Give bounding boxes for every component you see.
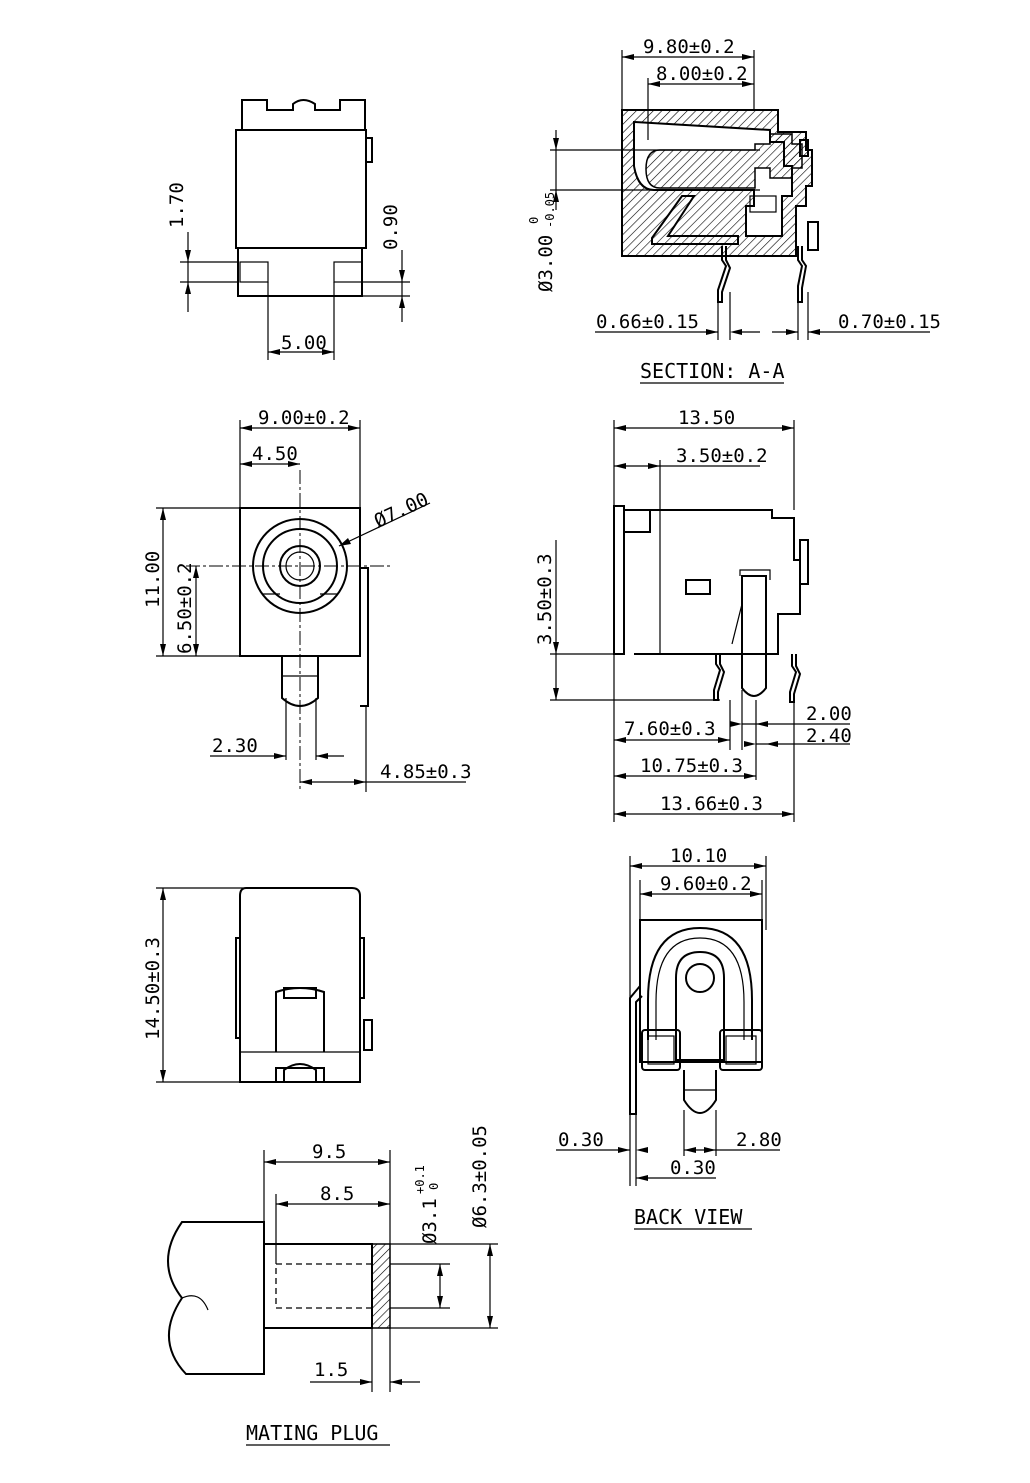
mating-plug-view: 9.5 8.5 Ø3.1 +0.1 0 Ø6.3±0.05 1.5 [167,1125,498,1446]
section-dim-8-00: 8.00±0.2 [656,63,748,85]
back-dim-10-10: 10.10 [670,845,727,867]
plug-dim-dia-3-1-upper: +0.1 [413,1165,427,1194]
top-dim-dia-7-00: Ø7.00 [371,488,432,532]
side-dim-3-50-0-3: 3.50±0.3 [534,553,556,645]
back-dim-9-60: 9.60±0.2 [660,873,752,895]
plug-dim-dia-6-3: Ø6.3±0.05 [469,1125,491,1228]
front-dim-5-00: 5.00 [281,332,327,354]
plug-dim-1-5: 1.5 [314,1359,348,1381]
back-dim-2-80: 2.80 [736,1129,782,1151]
section-dim-0-66: 0.66±0.15 [596,311,699,333]
top-dim-9-00: 9.00±0.2 [258,407,350,429]
plug-dim-dia-3-1: Ø3.1 [419,1198,441,1244]
section-aa-view: 9.80±0.2 8.00±0.2 Ø3.00 0 -0.05 0.66±0.1… [527,36,941,384]
section-dim-dia-3-00-upper: 0 [527,217,541,224]
plug-dim-8-5: 8.5 [320,1183,354,1205]
section-dim-0-70: 0.70±0.15 [838,311,941,333]
front-view: 1.70 0.90 5.00 [166,99,410,360]
front-dim-0-90: 0.90 [380,204,402,250]
section-dim-dia-3-00: Ø3.00 [535,235,557,292]
top-dim-4-85: 4.85±0.3 [380,761,472,783]
top-view: 9.00±0.2 4.50 Ø7.00 11.00 6.50±0.2 2.30 [142,407,472,792]
side-dim-2-00: 2.00 [806,703,852,725]
back-dim-0-30-b: 0.30 [670,1157,716,1179]
bottom-view: 14.50±0.3 [142,887,373,1083]
top-dim-11-00: 11.00 [142,551,164,608]
side-dim-3-50-0-2: 3.50±0.2 [676,445,768,467]
side-dim-13-50: 13.50 [678,407,735,429]
side-dim-7-60: 7.60±0.3 [624,718,716,740]
back-caption: BACK VIEW [634,1205,743,1229]
top-dim-6-50: 6.50±0.2 [174,562,196,654]
plug-dim-9-5: 9.5 [312,1141,346,1163]
side-dim-13-66: 13.66±0.3 [660,793,763,815]
front-dim-1-70: 1.70 [166,182,188,228]
top-dim-4-50: 4.50 [252,443,298,465]
side-view: 13.50 3.50±0.2 3.50±0.3 7.60±0.3 2.00 2. [534,407,852,822]
plug-caption: MATING PLUG [246,1421,378,1445]
side-dim-10-75: 10.75±0.3 [640,755,743,777]
section-caption: SECTION: A-A [640,359,785,383]
section-dim-9-80: 9.80±0.2 [643,36,735,58]
back-view: 10.10 9.60±0.2 0.30 2.80 0.30 BACK VIEW [556,845,782,1230]
top-dim-2-30: 2.30 [212,735,258,757]
plug-dim-dia-3-1-lower: 0 [427,1183,441,1190]
back-dim-0-30-a: 0.30 [558,1129,604,1151]
bottom-dim-14-50: 14.50±0.3 [142,937,164,1040]
section-dim-dia-3-00-lower: -0.05 [543,192,557,228]
side-dim-2-40: 2.40 [806,725,852,747]
